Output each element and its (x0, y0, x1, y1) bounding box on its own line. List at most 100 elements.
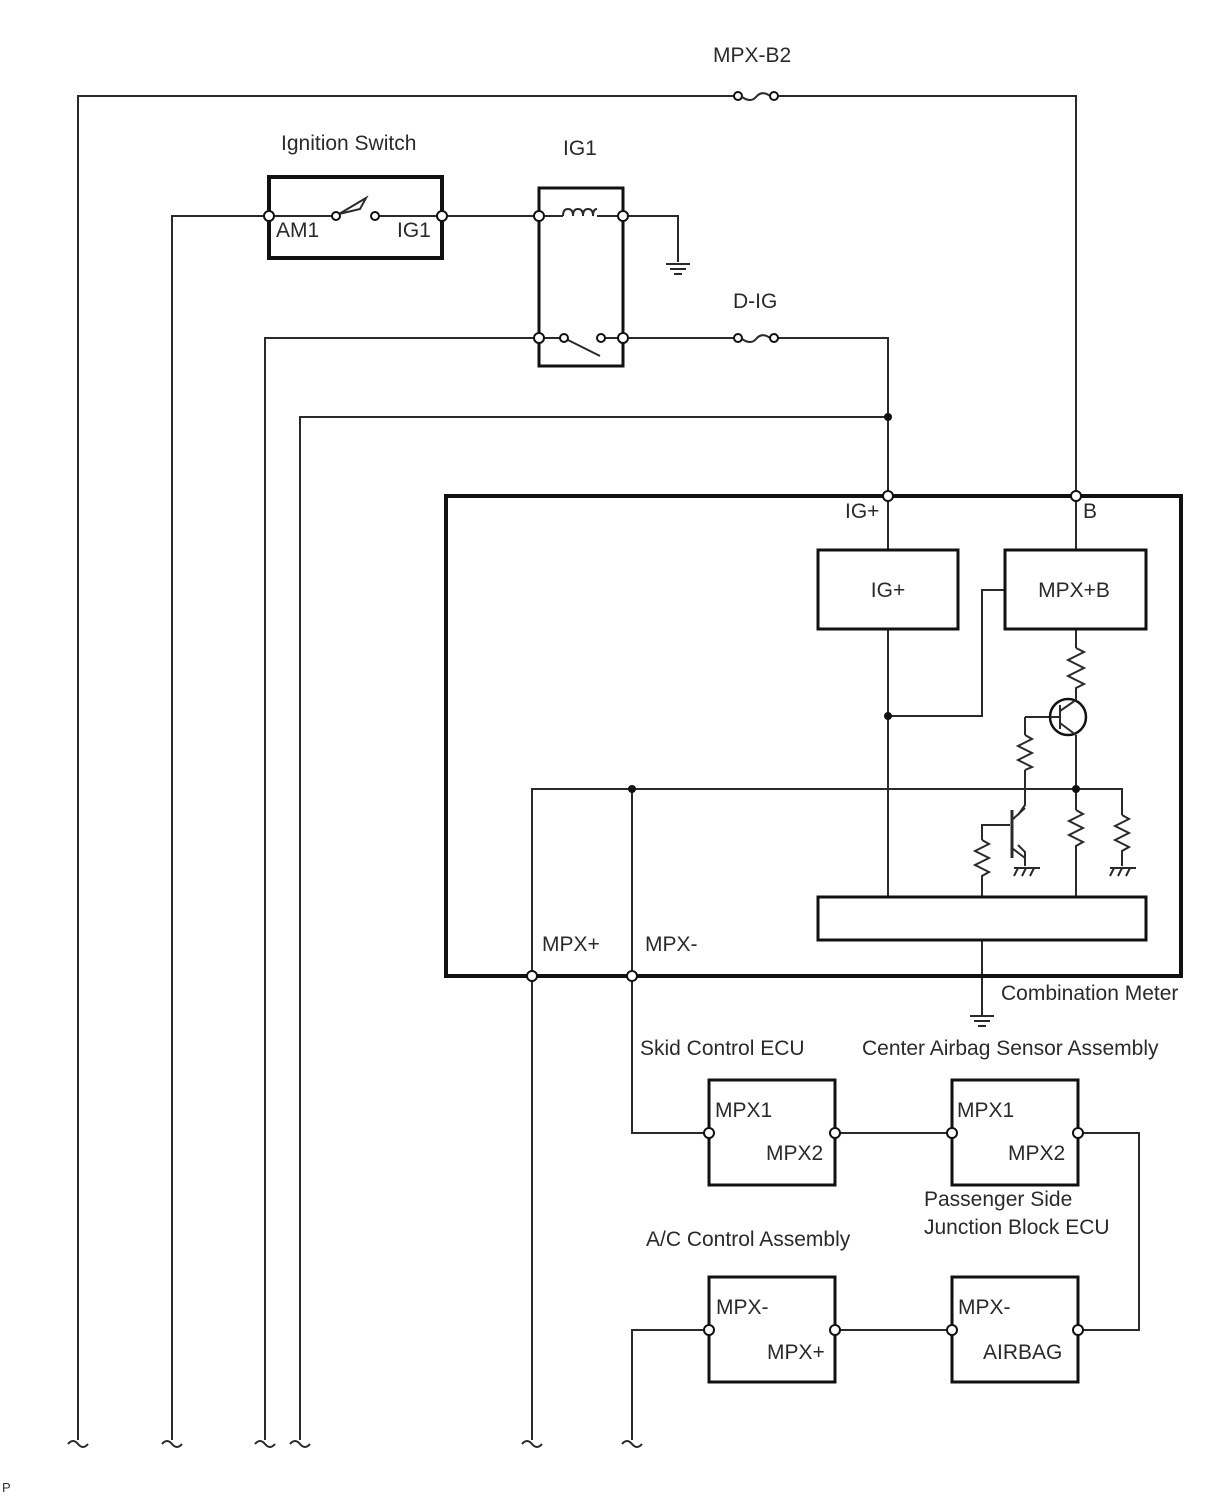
component-title: Passenger Side (924, 1188, 1072, 1211)
pin-terminal-mpx-minus (626, 970, 638, 982)
pin-terminal (829, 1127, 841, 1139)
pin-terminal (1072, 1324, 1084, 1336)
switch-terminal (331, 211, 341, 221)
relay-ig1: IG1 (533, 137, 629, 368)
wire-continuations (67, 1440, 643, 1448)
skid-control-ecu: Skid Control ECU MPX1 MPX2 (640, 1037, 841, 1187)
resistor-icon (972, 839, 992, 880)
component-box (267, 175, 444, 260)
pin-label: MPX1 (715, 1099, 772, 1122)
mpx-b-block (1003, 548, 1148, 631)
junction-dot (1072, 785, 1080, 793)
pin-terminal (533, 332, 545, 344)
continuation-icon (521, 1440, 543, 1448)
component-title: IG1 (563, 137, 597, 160)
component-box (444, 494, 1183, 978)
pin-terminal (1072, 1127, 1084, 1139)
component-box (950, 1078, 1080, 1187)
continuation-icon (289, 1440, 311, 1448)
fuse-icon (741, 334, 771, 343)
pin-terminal-b (1070, 490, 1082, 502)
continuation-icon (621, 1440, 643, 1448)
pin-terminal-mpx-plus (526, 970, 538, 982)
pin-terminal-ig (882, 490, 894, 502)
pin-label: MPX1 (957, 1099, 1014, 1122)
ground-icon (666, 263, 690, 275)
wire-dig-branch (299, 416, 888, 1440)
center-airbag-sensor: Center Airbag Sensor Assembly MPX1 MPX2 (862, 1037, 1159, 1187)
pin-terminal (946, 1324, 958, 1336)
fuse-icon (741, 92, 771, 101)
wire-coil-ground (623, 215, 679, 262)
component-title: Center Airbag Sensor Assembly (862, 1037, 1159, 1060)
switch-terminal (370, 211, 380, 221)
pin-label: IG1 (397, 219, 431, 242)
component-title: Combination Meter (1001, 982, 1178, 1005)
pin-terminal (617, 210, 629, 222)
component-box (537, 186, 625, 368)
component-title: Skid Control ECU (640, 1037, 805, 1060)
pin-label: MPX2 (1008, 1142, 1065, 1165)
footer-mark: P (2, 1480, 11, 1495)
wire-mpx-b2 (77, 95, 1077, 1440)
switch-contact-icon (338, 195, 369, 215)
wire-relay-contact (264, 337, 539, 1440)
relay-contact-icon (567, 339, 601, 357)
resistor-icon (1066, 809, 1086, 850)
ignition-switch: Ignition Switch AM1 IG1 (263, 132, 448, 260)
meter-ic-block (816, 895, 1148, 942)
block-label: IG+ (871, 579, 905, 602)
pin-terminal (829, 1324, 841, 1336)
pin-label: MPX- (958, 1296, 1011, 1319)
wire-q2-emitter (1017, 844, 1026, 866)
contact-terminal (559, 333, 569, 343)
fuse-terminal (733, 91, 743, 101)
component-title: A/C Control Assembly (646, 1228, 851, 1251)
pin-label: MPX+ (542, 933, 600, 956)
resistor-icon (1015, 734, 1035, 771)
pin-label: AM1 (276, 219, 319, 242)
pin-terminal (263, 210, 275, 222)
fuse-terminal (769, 91, 779, 101)
pin-label: B (1083, 500, 1097, 523)
pin-terminal (436, 210, 448, 222)
wire-mpx-minus-out (631, 976, 709, 1134)
wire-mpx-bus (531, 788, 1123, 976)
chassis-ground-icon (1109, 867, 1136, 877)
junction-dot (884, 712, 892, 720)
contact-terminal (596, 333, 606, 343)
component-box (707, 1275, 837, 1384)
component-box (707, 1078, 837, 1187)
component-title: Junction Block ECU (924, 1216, 1110, 1239)
fuse-terminal (769, 333, 779, 343)
chassis-ground-icon (1013, 867, 1040, 877)
wire-airbag-to-jb (1078, 1132, 1140, 1331)
pin-label: MPX2 (766, 1142, 823, 1165)
fuse-d-ig: D-IG (733, 290, 779, 343)
wire-am1 (171, 215, 268, 1440)
pin-terminal (617, 332, 629, 344)
fuse-terminal (733, 333, 743, 343)
pin-label: AIRBAG (983, 1341, 1062, 1364)
fuse-label: MPX-B2 (713, 44, 791, 67)
ig-block (816, 548, 960, 631)
component-box (950, 1275, 1080, 1384)
pin-label: IG+ (845, 500, 879, 523)
junction-dot (884, 413, 892, 421)
continuation-icon (254, 1440, 276, 1448)
fuse-label: D-IG (733, 290, 777, 313)
resistor-icon (1065, 647, 1087, 698)
pin-label: MPX- (645, 933, 698, 956)
resistor-icon (1112, 814, 1132, 866)
wire-ac-out (631, 1329, 709, 1440)
pin-label: MPX+ (767, 1341, 825, 1364)
wire-ig-to-mpxb (888, 589, 1005, 717)
combination-meter: IG+ B IG+ MPX+B MPX+ MPX- Co (444, 490, 1183, 1005)
coil-icon (562, 207, 598, 217)
block-label: MPX+B (1038, 579, 1110, 602)
wire-q2-collector (1017, 716, 1050, 816)
component-title: Ignition Switch (281, 132, 416, 155)
pin-terminal (703, 1324, 715, 1336)
wires (77, 95, 1140, 1440)
pin-terminal (703, 1127, 715, 1139)
